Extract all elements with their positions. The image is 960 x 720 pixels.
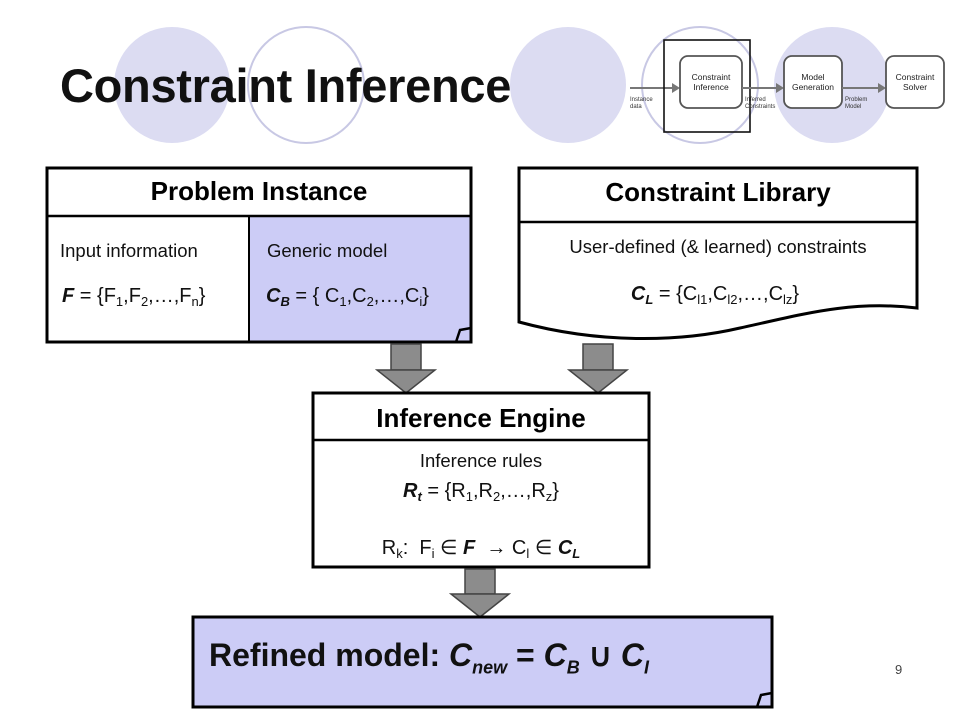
thumb-box-constraint-solver: Constraint [896, 72, 935, 82]
page-number: 9 [895, 662, 903, 677]
generic-model-formula: CB = { C1,C2,…,Ci} [266, 285, 429, 309]
thumb-edge-inferred-constraints: Inferred [745, 97, 766, 103]
svg-text:Inference: Inference [693, 82, 729, 92]
thumb-edge-problem-model: Problem [845, 97, 867, 103]
problem-instance-header: Problem Instance [150, 176, 368, 206]
fold-corner-refined [755, 691, 773, 708]
fold-corner [454, 326, 472, 343]
input-formula: F = {F1,F2,…,Fn} [62, 285, 206, 309]
thumb-box-constraint-inference: Constraint [692, 72, 731, 82]
svg-text:Solver: Solver [903, 82, 927, 92]
arrow-down-inference-engine [448, 568, 512, 618]
inference-engine-header: Inference Engine [376, 403, 586, 433]
refined-model-box [191, 615, 774, 709]
arrow-down-constraint-library [566, 343, 630, 394]
svg-text:Model: Model [845, 104, 861, 110]
constraint-library-box [517, 166, 919, 340]
constraint-library-formula: CL = {Cl1,Cl2,…,Clz} [630, 283, 800, 307]
arrow-down-problem-instance [374, 343, 438, 394]
svg-text:Constraints: Constraints [745, 104, 775, 110]
inference-engine-box [311, 391, 651, 569]
thumb-edge-instance-data: Instance [630, 97, 653, 103]
problem-instance-box [45, 166, 473, 344]
inference-rule-formula: Rk: Fi ∈ F → Cl ∈ CL [381, 537, 581, 561]
constraint-library-header: Constraint Library [605, 177, 831, 207]
slide-title: Constraint Inference [60, 59, 512, 112]
constraint-library-label: User-defined (& learned) constraints [569, 236, 867, 257]
refined-model-text: Refined model: Cnew = CB ∪ CI [209, 637, 650, 678]
inference-rules-formula: Rt = {R1,R2,…,Rz} [403, 480, 559, 504]
thumb-box-model-generation: Model [801, 72, 824, 82]
pipeline-thumbnail: Instance data Constraint Inference Infer… [630, 39, 945, 133]
problem-instance-generic-fill [249, 216, 471, 342]
svg-text:Generation: Generation [792, 82, 834, 92]
inference-rules-label: Inference rules [419, 450, 543, 471]
svg-text:data: data [630, 104, 642, 110]
input-information-label: Input information [60, 240, 198, 261]
generic-model-label: Generic model [267, 240, 388, 261]
